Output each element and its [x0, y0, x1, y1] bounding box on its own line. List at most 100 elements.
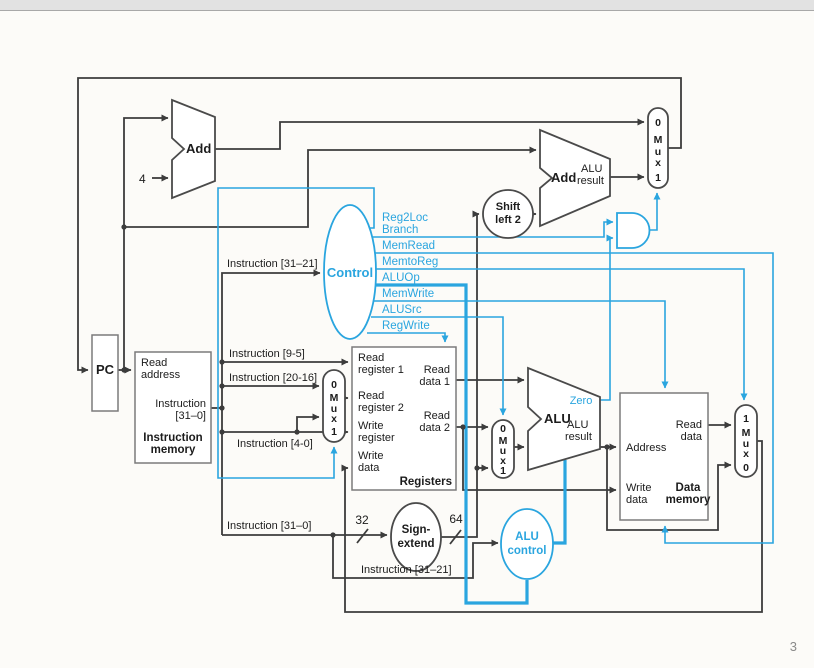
wire-reg2loc	[217, 187, 375, 479]
sign-extend-line1: Sign-	[402, 524, 431, 536]
reg-write-register-line1: Write	[358, 420, 383, 432]
reg-read-register2-line2: register 2	[358, 402, 404, 414]
add-branch-block: Add ALU result	[539, 128, 611, 228]
sign-extend-shape	[390, 502, 442, 572]
dmem-title-line1: Data	[676, 482, 702, 494]
label-instr-9-5: Instruction [9-5]	[229, 348, 305, 360]
reg-write-data-line1: Write	[358, 450, 383, 462]
control-label: Control	[327, 265, 373, 280]
shift-left-2-shape	[482, 189, 534, 239]
signal-branch: Branch	[382, 224, 418, 236]
wire-writeback	[341, 440, 763, 613]
writeback-mux-x: x	[743, 448, 749, 460]
writeback-mux-0: 0	[743, 462, 749, 474]
pc-mux-shape	[647, 107, 669, 189]
alu-label: ALU	[544, 411, 571, 426]
reg-read-data2-line2: data 2	[419, 422, 450, 434]
label-instr-31-21-bottom: Instruction [31–21]	[361, 564, 452, 576]
alu-control-line2: control	[508, 545, 547, 557]
pc-mux-1: 1	[655, 172, 661, 184]
dmem-address-label: Address	[626, 442, 667, 454]
register-mux-m: M	[330, 392, 339, 404]
wire-pc-feedback	[77, 77, 682, 374]
register-mux: 0 M u x 1	[322, 369, 346, 443]
wire-alu-result-bypass	[606, 447, 732, 531]
wire-regwrite	[367, 332, 449, 343]
junction	[460, 424, 466, 430]
wire-add4-out	[215, 118, 645, 150]
wire-labels: Instruction [31–21] Instruction [9-5] In…	[227, 258, 452, 576]
wire-aluop	[376, 283, 529, 605]
dmem-read-data-line2: data	[681, 431, 703, 443]
junction	[604, 444, 610, 450]
and-gate-shape	[616, 212, 651, 249]
writeback-mux-shape	[734, 404, 758, 478]
reg-read-data2-line1: Read	[424, 410, 450, 422]
signal-reg2loc: Reg2Loc	[382, 212, 428, 224]
alu-block: ALU ALU result Zero	[527, 366, 601, 472]
signal-memtoreg: MemtoReg	[382, 256, 438, 268]
register-mux-x: x	[331, 413, 337, 425]
slash-64	[449, 529, 462, 545]
alusrc-mux-0: 0	[500, 423, 506, 435]
page-number: 3	[790, 639, 797, 654]
add-branch-result-line2: result	[577, 175, 604, 187]
signal-memwrite: MemWrite	[382, 288, 434, 300]
dmem-title-line2: memory	[666, 494, 711, 506]
junction	[474, 465, 480, 471]
registers-block: Read register 1 Read register 2 Write re…	[351, 346, 457, 491]
label-instr-31-0: Instruction [31–0]	[227, 520, 311, 532]
add-pc-block: Add 4	[139, 98, 216, 200]
slash-32	[356, 528, 369, 544]
alusrc-mux-x: x	[500, 455, 506, 467]
shift-left-2-line1: Shift	[496, 201, 521, 213]
register-mux-u: u	[331, 403, 337, 415]
wire-memwrite	[374, 300, 669, 389]
instruction-memory-box	[134, 351, 212, 464]
wire-memtoreg	[376, 268, 748, 401]
alusrc-mux-shape	[491, 419, 515, 479]
add-pc-label: Add	[186, 141, 211, 156]
pc-mux-x: x	[655, 157, 661, 169]
wire-instr-31-21-to-alucontrol	[332, 535, 499, 579]
pc-box	[91, 334, 119, 412]
branch-and-gate	[616, 212, 651, 249]
wire-alucontrol-to-alu	[552, 460, 567, 545]
dmem-write-data-line2: data	[626, 494, 648, 506]
wire-signextend-out-to-shift	[440, 210, 480, 538]
registers-title: Registers	[400, 476, 452, 488]
reg-write-register-line2: register	[358, 432, 395, 444]
reg-read-data1-line2: data 1	[419, 376, 450, 388]
reg-write-data-line2: data	[358, 462, 380, 474]
alusrc-mux-1: 1	[500, 465, 506, 477]
add-branch-result-line1: ALU	[581, 163, 602, 175]
register-mux-0: 0	[331, 379, 337, 391]
alusrc-mux-u: u	[500, 445, 506, 457]
wire-alusrc	[371, 316, 507, 416]
junction	[121, 224, 127, 230]
sign-extend-line2: extend	[397, 538, 434, 550]
signal-regwrite: RegWrite	[382, 320, 430, 332]
label-instr-20-16: Instruction [20-16]	[229, 372, 317, 384]
signal-memread: MemRead	[382, 240, 435, 252]
dmem-write-data-line1: Write	[626, 482, 651, 494]
wire-branch	[372, 218, 614, 238]
wire-pc-to-add4	[123, 114, 169, 370]
const-4-label: 4	[139, 172, 146, 186]
writeback-mux-u: u	[743, 438, 749, 450]
add-pc-shape	[171, 98, 216, 200]
dmem-read-data-line1: Read	[676, 419, 702, 431]
signal-alusrc: ALUSrc	[382, 304, 422, 316]
alu-shape	[527, 366, 601, 472]
imem-title-line1: Instruction	[143, 432, 202, 444]
shift-left-2-line2: left 2	[495, 214, 521, 226]
add-branch-shape	[539, 128, 611, 228]
writeback-mux-m: M	[742, 427, 751, 439]
imem-read-address-line2: address	[141, 369, 181, 381]
pc-mux-u: u	[655, 146, 661, 158]
pc-label: PC	[96, 362, 115, 377]
label-instr-31-21-top: Instruction [31–21]	[227, 258, 318, 270]
instruction-memory-block: Read address Instruction [31–0] Instruct…	[134, 351, 212, 464]
wire-zero	[600, 234, 614, 401]
data-memory-box	[619, 392, 709, 521]
